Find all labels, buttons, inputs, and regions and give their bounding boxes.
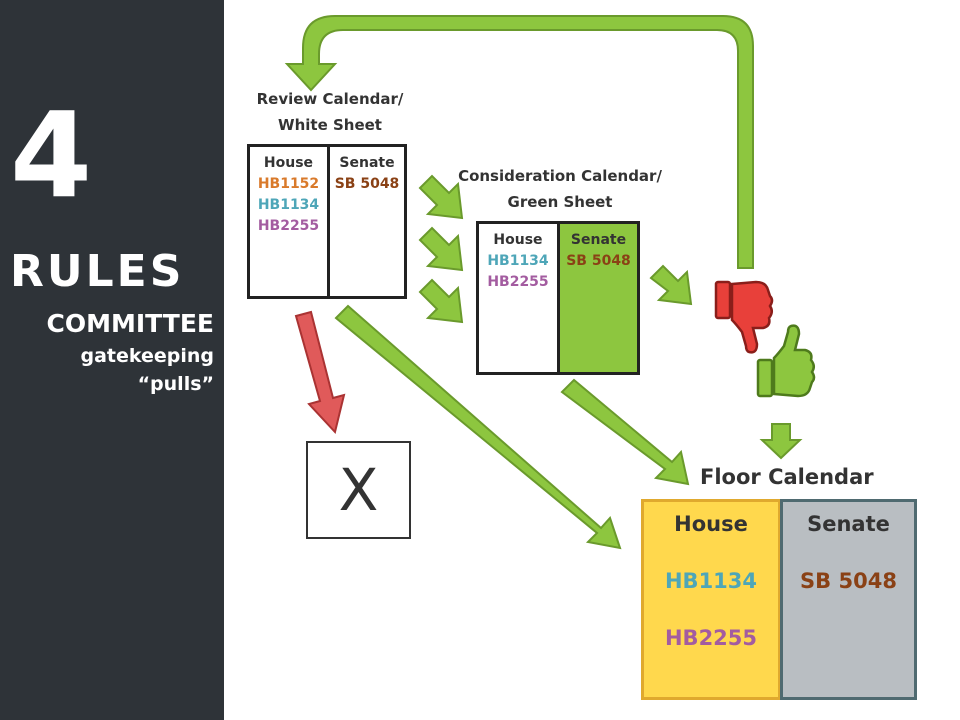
review-calendar-box: House HB1152 HB1134 HB2255 Senate SB 504… xyxy=(247,144,407,299)
sidebar-panel: 4 RULES COMMITTEE gatekeeping “pulls” xyxy=(0,0,224,720)
thumbs-up-icon xyxy=(756,324,816,398)
review-to-rejected-arrow xyxy=(294,310,346,435)
floor-house-header: House xyxy=(674,512,748,536)
consideration-calendar-caption: Consideration Calendar/ Green Sheet xyxy=(440,163,680,215)
floor-calendar-caption: Floor Calendar xyxy=(700,465,874,489)
review-calendar-caption: Review Calendar/ White Sheet xyxy=(240,86,420,138)
sidebar-line-gatekeeping: gatekeeping xyxy=(80,345,214,367)
consideration-senate-column: Senate SB 5048 xyxy=(560,224,637,372)
floor-house-bill: HB1134 xyxy=(664,569,758,593)
review-to-consideration-arrows xyxy=(418,174,464,324)
consideration-caption-line1: Consideration Calendar/ xyxy=(458,167,662,185)
thumbs-down-icon xyxy=(714,280,774,354)
consideration-house-column: House HB1134 HB2255 xyxy=(479,224,560,372)
consideration-house-bill: HB2255 xyxy=(487,274,549,290)
consideration-house-header: House xyxy=(493,232,543,248)
review-house-column: House HB1152 HB1134 HB2255 xyxy=(250,147,330,296)
review-house-bill: HB1152 xyxy=(257,176,320,192)
review-house-bill: HB2255 xyxy=(257,218,320,234)
review-caption-line2: White Sheet xyxy=(278,116,382,134)
sidebar-subtitle: COMMITTEE xyxy=(46,309,215,338)
review-house-header: House xyxy=(263,155,314,171)
rejected-box: X xyxy=(306,441,411,539)
floor-senate-header: Senate xyxy=(807,512,890,536)
review-caption-line1: Review Calendar/ xyxy=(256,90,404,108)
consideration-caption-line2: Green Sheet xyxy=(507,193,613,211)
consideration-to-vote-arrow xyxy=(649,264,693,306)
consideration-senate-header: Senate xyxy=(570,232,627,248)
review-senate-header: Senate xyxy=(339,155,395,171)
vote-to-floor-arrow xyxy=(759,423,803,460)
review-senate-bill: SB 5048 xyxy=(334,176,400,192)
sidebar-line-pulls: “pulls” xyxy=(137,373,214,395)
consideration-house-bill: HB1134 xyxy=(487,253,549,269)
floor-senate-bill: SB 5048 xyxy=(800,569,897,593)
step-number: 4 xyxy=(10,86,93,224)
review-house-bill: HB1134 xyxy=(257,197,320,213)
floor-house-bill: HB2255 xyxy=(664,626,758,650)
review-senate-column: Senate SB 5048 xyxy=(330,147,404,296)
floor-senate-column: Senate SB 5048 xyxy=(780,499,917,700)
return-arrow xyxy=(284,15,754,269)
consideration-to-floor-arrow xyxy=(560,378,690,486)
sidebar-title: RULES xyxy=(10,246,185,297)
review-to-floor-arrow xyxy=(334,304,622,550)
consideration-senate-bill: SB 5048 xyxy=(566,253,631,269)
floor-house-column: House HB1134 HB2255 xyxy=(641,499,781,700)
consideration-calendar-box: House HB1134 HB2255 Senate SB 5048 xyxy=(476,221,640,375)
